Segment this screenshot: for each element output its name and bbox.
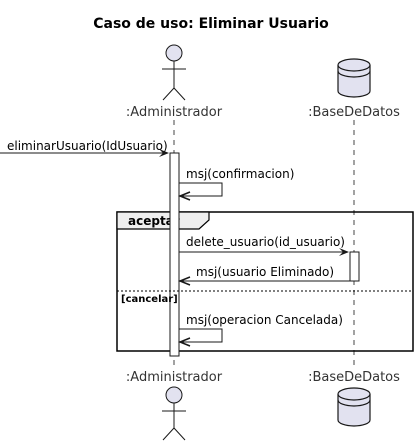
message-confirmacion-arrow — [179, 182, 223, 197]
arrowhead-icon — [177, 337, 191, 347]
activation-basededatos — [349, 251, 360, 282]
database-icon-bottom — [337, 387, 371, 427]
else-guard: [cancelar] — [121, 294, 178, 305]
diagram-title: Caso de uso: Eliminar Usuario — [93, 16, 329, 32]
arrowhead-icon — [177, 191, 191, 201]
database-icon-top — [337, 58, 371, 98]
message-operacion-cancelada-arrow — [179, 328, 223, 343]
message-operacion-cancelada-label: msj(operacion Cancelada) — [186, 313, 343, 327]
participant-basededatos-bottom: :BaseDeDatos — [308, 370, 400, 385]
arrowhead-icon — [177, 276, 191, 286]
arrowhead-icon — [339, 248, 349, 256]
message-confirmacion-label: msj(confirmacion) — [186, 167, 294, 181]
actor-icon-top — [162, 44, 186, 101]
fragment-operator: aceptar — [128, 214, 180, 228]
message-eliminar-usuario-label: eliminarUsuario(IdUsuario) — [7, 139, 168, 153]
arrowhead-icon — [159, 149, 169, 157]
actor-icon-bottom — [162, 386, 186, 441]
participant-administrador-top: :Administrador — [126, 105, 223, 120]
message-usuario-eliminado-label: msj(usuario Eliminado) — [196, 265, 334, 279]
participant-administrador-bottom: :Administrador — [126, 370, 223, 385]
alt-fragment: aceptar — [116, 211, 414, 352]
participant-basededatos-top: :BaseDeDatos — [308, 105, 400, 120]
message-delete-usuario-label: delete_usuario(id_usuario) — [186, 235, 345, 249]
activation-administrador — [169, 152, 180, 357]
